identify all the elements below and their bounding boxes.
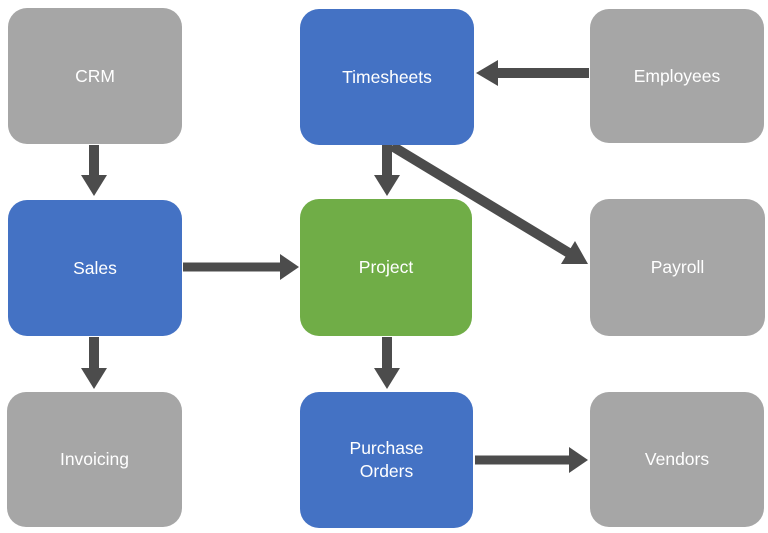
node-payroll: Payroll	[590, 199, 765, 336]
node-timesheets-label: Timesheets	[342, 66, 432, 87]
edge-project-to-purchase-orders	[374, 337, 400, 389]
node-payroll-label: Payroll	[650, 257, 705, 278]
node-vendors-label: Vendors	[644, 449, 710, 470]
edge-employees-to-timesheets	[476, 60, 589, 86]
node-purchase-orders-label: Purchase Orders	[349, 438, 424, 481]
node-invoicing: Invoicing	[7, 392, 182, 527]
edge-crm-to-sales	[81, 145, 107, 196]
node-project: Project	[300, 199, 472, 336]
node-invoicing-label: Invoicing	[59, 449, 130, 470]
node-crm-label: CRM	[75, 65, 115, 86]
edge-sales-to-invoicing	[81, 337, 107, 389]
node-employees: Employees	[590, 9, 764, 143]
edge-timesheets-to-project	[374, 145, 400, 196]
node-employees-label: Employees	[633, 65, 721, 86]
edge-purchase-orders-to-vendors	[475, 447, 588, 473]
node-project-label: Project	[358, 257, 414, 278]
node-crm: CRM	[8, 8, 182, 144]
node-sales-label: Sales	[73, 257, 117, 278]
node-sales: Sales	[8, 200, 182, 336]
node-vendors: Vendors	[590, 392, 764, 527]
node-timesheets: Timesheets	[300, 9, 474, 145]
edge-sales-to-project	[183, 254, 299, 280]
node-purchase-orders: Purchase Orders	[300, 392, 473, 528]
